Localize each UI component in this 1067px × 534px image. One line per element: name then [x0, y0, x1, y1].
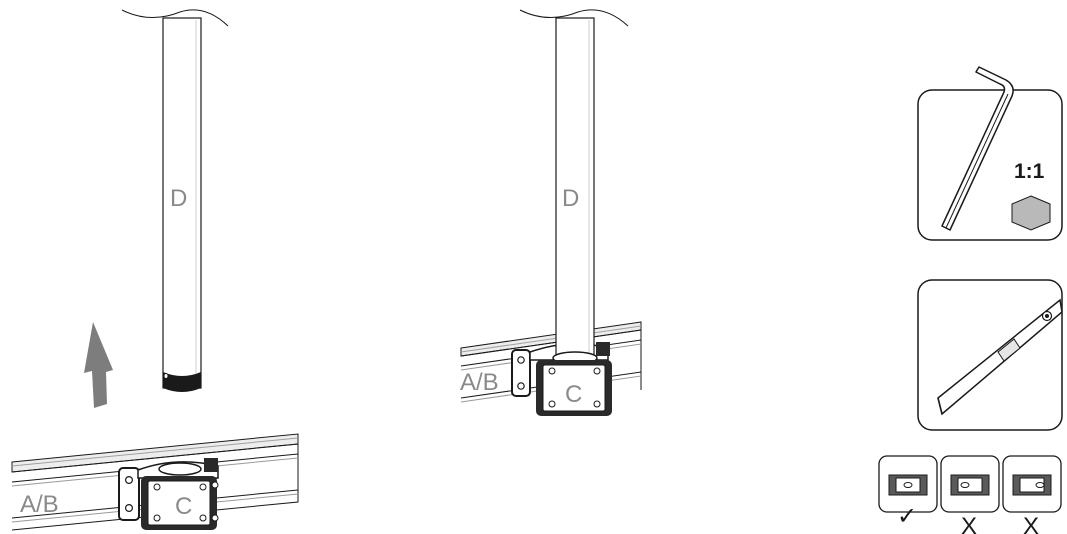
- level-bubble-icon: [888, 474, 928, 496]
- clamp-c-left: [118, 458, 219, 530]
- cross-mark-icon: X: [961, 513, 977, 534]
- up-arrow-icon: [84, 322, 113, 408]
- hex-nut-icon: [1011, 195, 1051, 231]
- pole-break-line-left: [121, 9, 229, 27]
- level-bubble-icon: [950, 474, 990, 496]
- step-middle: D A/B C: [460, 9, 642, 416]
- hex-key-panel: 1:1: [917, 66, 1063, 241]
- pole-d-middle: [552, 17, 598, 365]
- spirit-level-icon: [937, 298, 1063, 416]
- rail-label-middle: A/B: [460, 369, 499, 396]
- cross-mark-icon: X: [1023, 513, 1039, 534]
- pole-d-left: [162, 17, 202, 392]
- pole-label-middle: D: [562, 185, 579, 212]
- rail-label-left: A/B: [20, 491, 59, 518]
- level-check-correct: ✓: [878, 455, 938, 530]
- level-check-incorrect-1: X: [940, 455, 1000, 534]
- pole-label-left: D: [170, 185, 187, 212]
- level-bubble-icon: [1012, 474, 1052, 496]
- clamp-label-middle: C: [565, 381, 582, 408]
- level-check-incorrect-2: X: [1002, 455, 1062, 534]
- spirit-level-panel: [917, 279, 1063, 431]
- hex-key-icon: [941, 66, 1014, 231]
- clamp-c-middle-front: [536, 342, 612, 416]
- check-mark-icon: ✓: [897, 503, 917, 530]
- clamp-label-left: C: [175, 493, 192, 520]
- hex-key-scale-label: 1:1: [1014, 160, 1045, 183]
- step-left: D A/B: [11, 9, 299, 531]
- pole-break-line-middle: [519, 9, 629, 27]
